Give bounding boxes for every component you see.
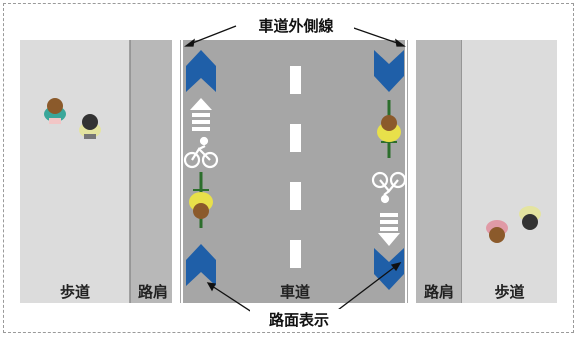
- shoulder-left-label: 路肩: [137, 283, 168, 301]
- roadway-label: 車道: [279, 283, 310, 301]
- blue-chevron-icon: [374, 50, 404, 92]
- blue-chevron-icon: [186, 50, 216, 92]
- cyclist-icon: [189, 172, 213, 228]
- bicycle-icon: [371, 171, 407, 204]
- pedestrian-icon: [79, 114, 101, 139]
- center-dashed-line: [290, 66, 301, 268]
- white-arrow-icon: [190, 98, 212, 131]
- sidewalk-left: [20, 40, 130, 303]
- cyclist-icon: [377, 100, 401, 158]
- blue-chevron-icon: [186, 244, 216, 286]
- white-arrow-icon: [378, 213, 400, 246]
- road-marking-callout: 路面表示: [250, 309, 348, 330]
- shoulder-right-label: 路肩: [423, 283, 454, 301]
- shoulder-right: [416, 40, 462, 303]
- sidewalk-right: [462, 40, 557, 303]
- pedestrian-icon: [44, 98, 66, 124]
- bicycle-icon: [183, 136, 219, 169]
- blue-chevron-icon: [374, 248, 404, 290]
- edge-line-callout: 車道外側線: [238, 15, 354, 36]
- shoulder-left: [130, 40, 172, 303]
- diagram-frame: [3, 3, 574, 333]
- sidewalk-left-label: 歩道: [59, 283, 90, 301]
- pedestrian-icon: [519, 206, 541, 230]
- pedestrian-icon: [486, 220, 508, 243]
- sidewalk-right-label: 歩道: [494, 283, 525, 301]
